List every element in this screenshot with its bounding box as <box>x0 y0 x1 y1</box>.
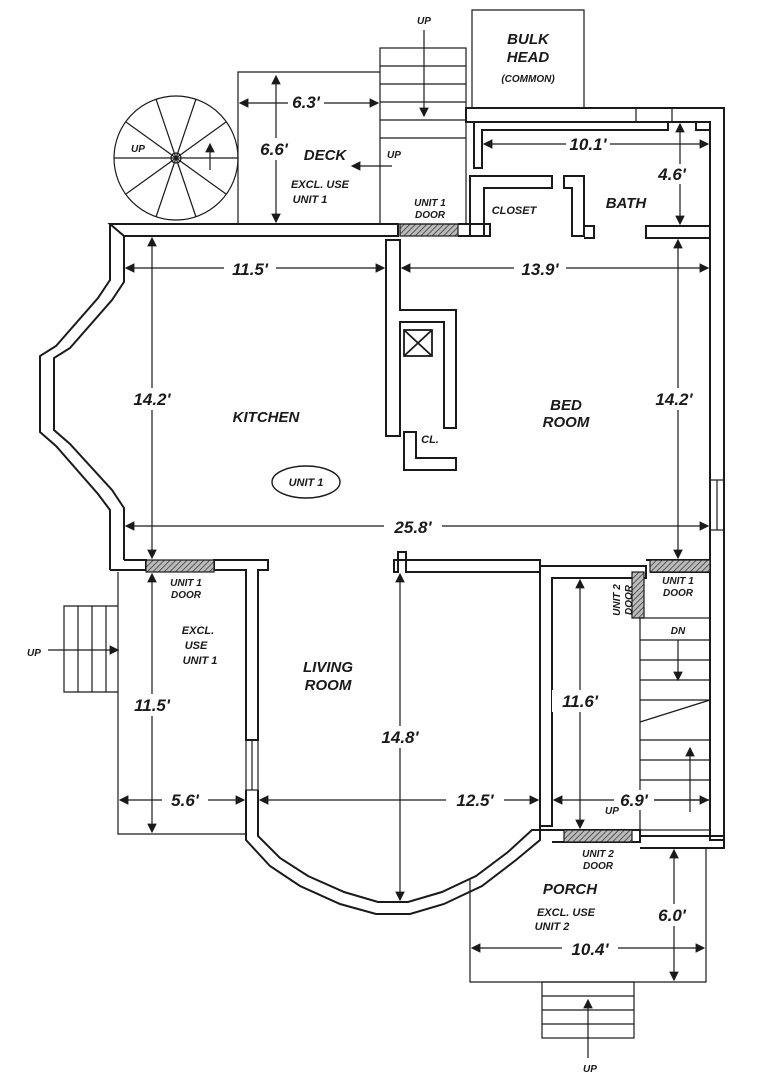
dim-stair-width: 6.9' <box>620 791 649 810</box>
closet-label: CLOSET <box>492 205 538 217</box>
unit1-right-door-line2: DOOR <box>663 588 694 599</box>
side-excl-line1: EXCL. <box>182 625 214 637</box>
up-deck-label: UP <box>387 150 401 161</box>
kitchen-label: KITCHEN <box>233 409 301 426</box>
unit1-right-door <box>649 559 711 573</box>
dim-kitchen-width: 11.5' <box>232 260 269 279</box>
dim-porch-width: 10.4' <box>571 940 609 959</box>
dim-bedroom-width: 13.9' <box>521 260 559 279</box>
chimney-partition <box>385 239 457 471</box>
dim-side-width: 5.6' <box>171 791 200 810</box>
unit2-vertical-door-line1: UNIT 2 <box>612 584 623 616</box>
dimension-label-backgrounds <box>124 92 702 960</box>
unit-badge-outline <box>271 465 341 499</box>
up-left-label: UP <box>27 648 41 659</box>
top-window <box>635 107 673 123</box>
dim-bath-width: 10.1' <box>569 135 607 154</box>
dn-rear-label: DN <box>671 626 686 637</box>
deck-excl-line2: UNIT 1 <box>293 194 328 206</box>
unit1-top-door <box>399 223 459 237</box>
left-stairs <box>48 605 120 693</box>
left-excl-area <box>117 572 246 835</box>
small-closet-label: CL. <box>421 434 439 446</box>
deck-excl-line1: EXCL. USE <box>291 179 350 191</box>
porch-excl-line1: EXCL. USE <box>537 907 596 919</box>
dim-living-width: 12.5' <box>456 791 494 810</box>
dim-overall-width: 25.8' <box>393 518 432 537</box>
unit2-vertical-door-line2: DOOR <box>624 584 635 615</box>
unit2-bottom-door-line1: UNIT 2 <box>582 849 614 860</box>
unit1-top-door-line2: DOOR <box>415 210 446 221</box>
deck-outline <box>237 71 380 224</box>
deck-label: DECK <box>304 147 348 164</box>
dim-stair-depth: 11.6' <box>562 692 599 711</box>
dim-kitchen-depth: 14.2' <box>133 390 171 409</box>
right-window <box>709 479 725 531</box>
dim-deck-width: 6.3' <box>292 93 321 112</box>
top-stairs <box>379 30 467 225</box>
up-rear-label: UP <box>605 806 619 817</box>
bath-label: BATH <box>606 195 648 212</box>
dim-side-depth: 11.5' <box>134 696 171 715</box>
bedroom-label-line2: ROOM <box>543 414 590 431</box>
chimney-box <box>403 329 433 357</box>
living-label-line1: LIVING <box>303 659 353 676</box>
bulkhead-label-line1: BULK <box>507 31 550 48</box>
bottom-stairs <box>541 981 635 1058</box>
dim-deck-depth: 6.6' <box>260 140 289 159</box>
dim-bedroom-depth: 14.2' <box>655 390 693 409</box>
side-excl-line3: UNIT 1 <box>183 655 218 667</box>
unit1-left-door-line1: UNIT 1 <box>170 578 202 589</box>
unit2-bottom-door <box>563 829 633 843</box>
unit1-top-door-line1: UNIT 1 <box>414 198 446 209</box>
dim-living-depth: 14.8' <box>381 728 419 747</box>
unit1-right-door-line1: UNIT 1 <box>662 576 694 587</box>
side-excl-line2: USE <box>185 640 208 652</box>
unit1-left-door <box>145 559 215 573</box>
up-top-label: UP <box>417 16 431 27</box>
unit-badge: UNIT 1 <box>289 477 324 489</box>
up-bottom-label: UP <box>583 1064 597 1075</box>
unit2-bottom-door-line2: DOOR <box>583 861 614 872</box>
bulkhead-label-line3: (COMMON) <box>501 74 555 85</box>
bulkhead-label-line2: HEAD <box>507 49 550 66</box>
porch-label: PORCH <box>543 881 598 898</box>
porch-excl-line2: UNIT 2 <box>535 921 570 933</box>
unit1-left-door-line2: DOOR <box>171 590 202 601</box>
up-spiral-label: UP <box>131 144 145 155</box>
spiral-stair-icon <box>113 95 239 221</box>
bedroom-label-line1: BED <box>550 397 582 414</box>
bulkhead-outline <box>471 9 585 108</box>
dim-bath-depth: 4.6' <box>657 165 687 184</box>
living-label-line2: ROOM <box>305 677 352 694</box>
left-side-window <box>245 739 259 791</box>
dim-porch-depth: 6.0' <box>658 906 687 925</box>
unit2-vertical-door <box>631 571 645 619</box>
